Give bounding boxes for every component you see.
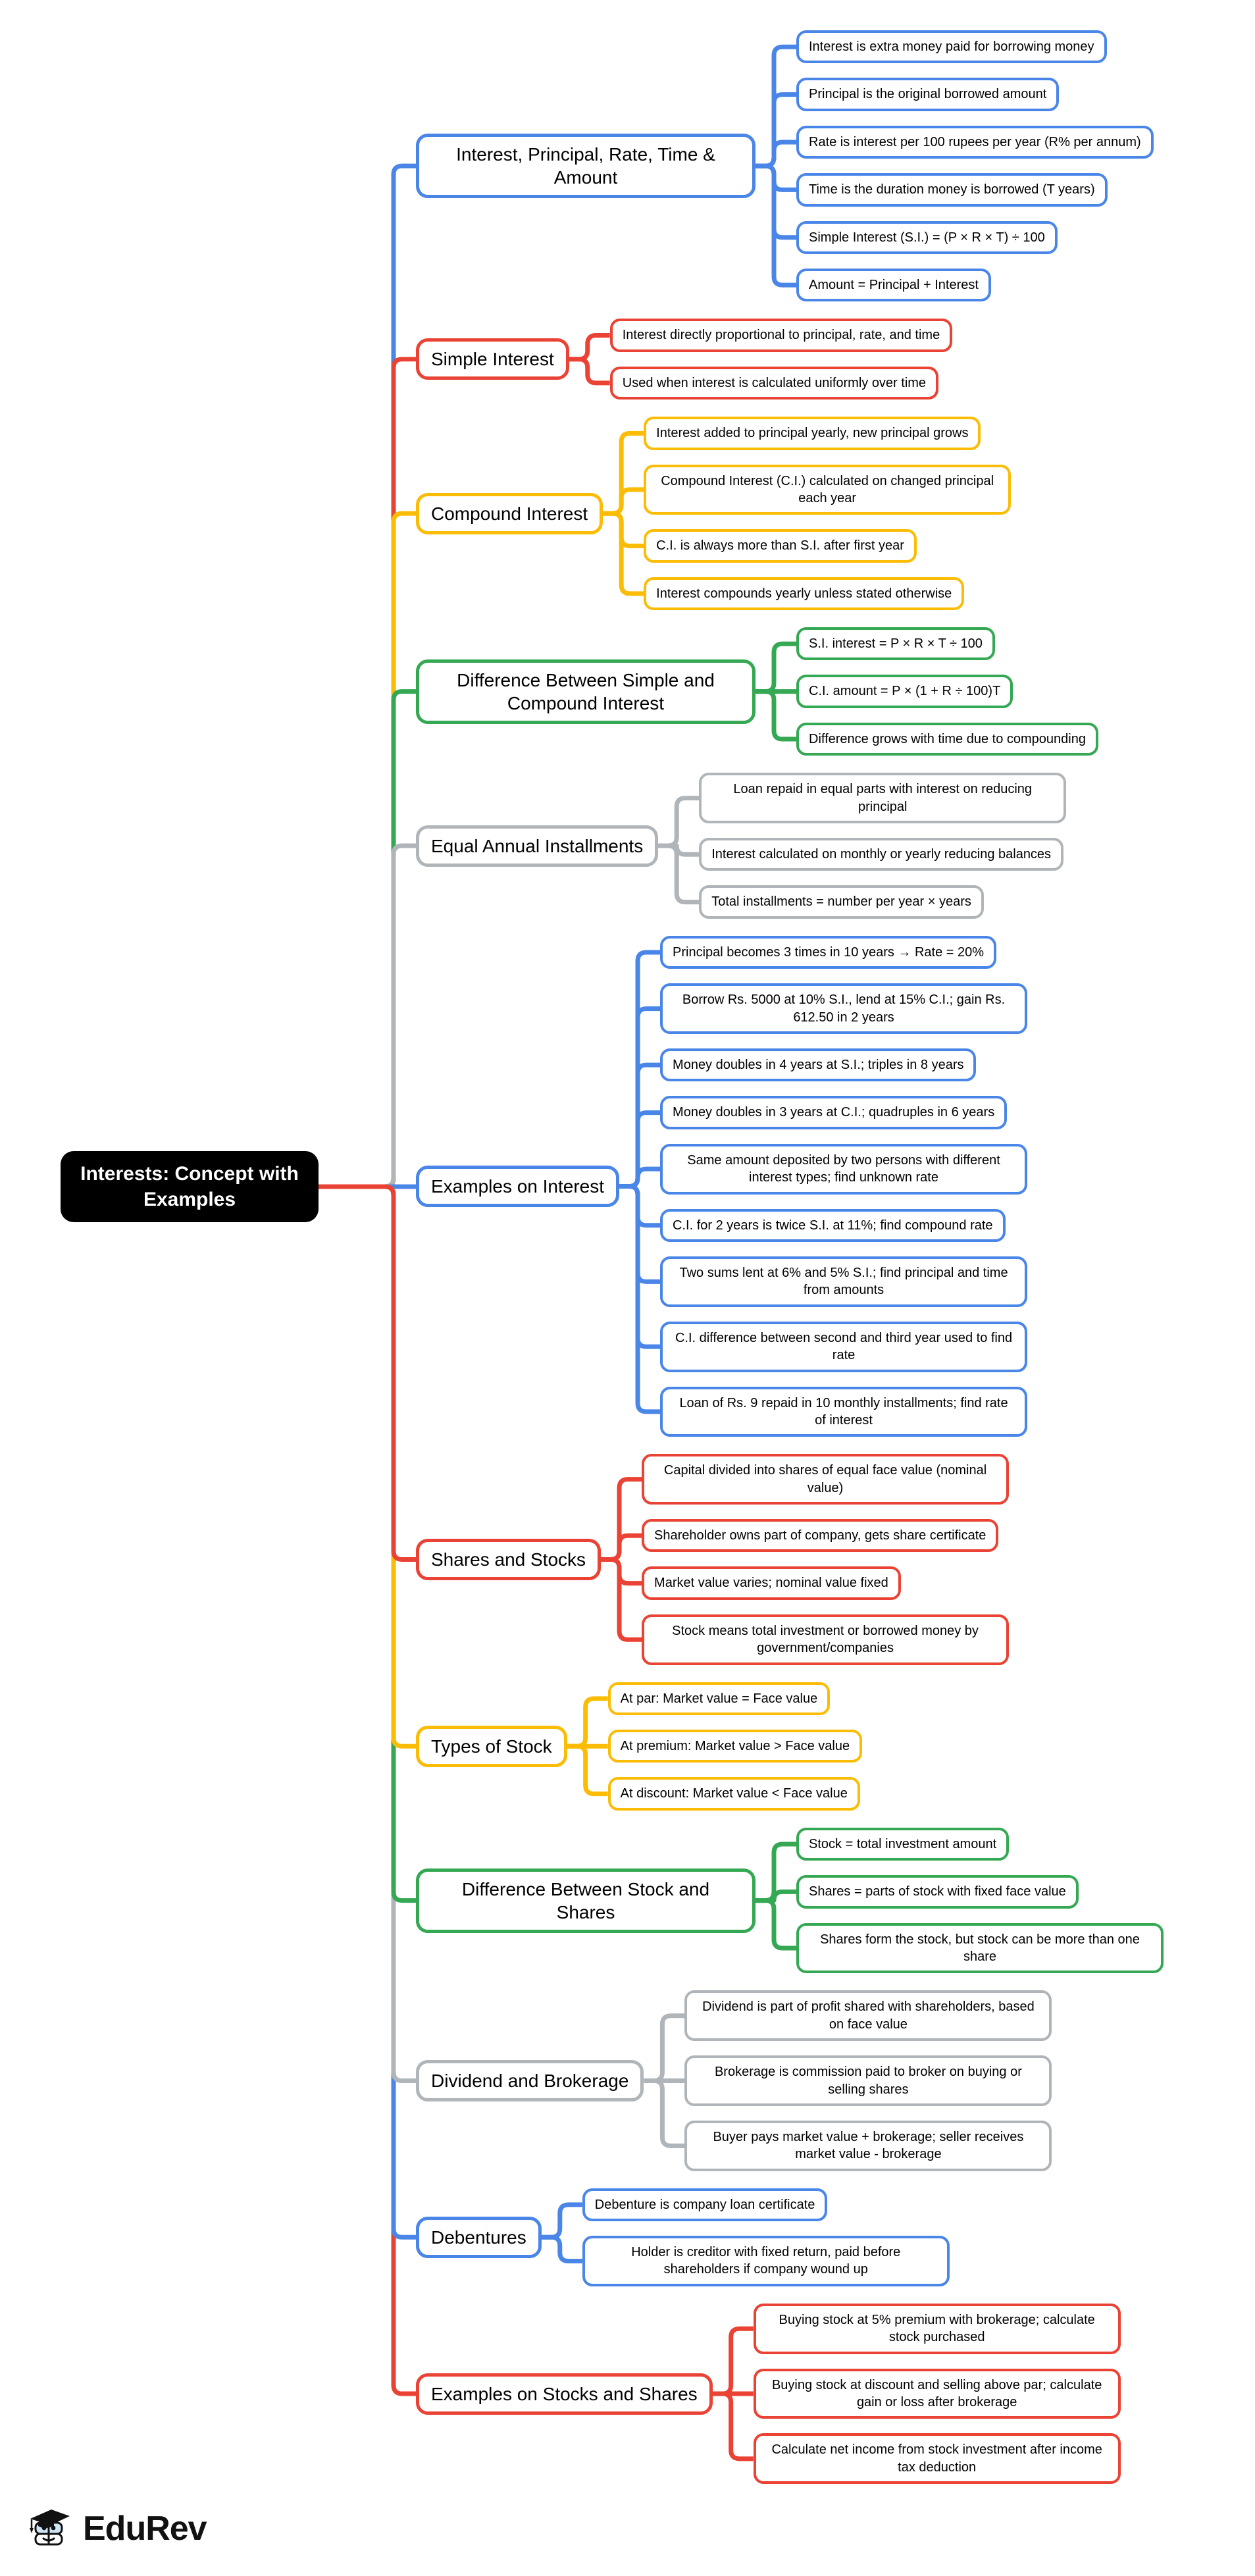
topic-examples-on-stocks-and-shares: Examples on Stocks and Shares: [416, 2373, 713, 2415]
branch-row-examples-on-stocks-and-shares: Examples on Stocks and Shares Buying stoc…: [416, 2303, 1164, 2485]
leaf-node: S.I. interest = P × R × T ÷ 100: [796, 627, 995, 661]
leaf-node: Holder is creditor with fixed return, pa…: [582, 2236, 950, 2286]
leaf-node: Debenture is company loan certificate: [582, 2188, 828, 2222]
branch-row-examples-on-interest: Examples on Interest Principal becomes 3 …: [416, 935, 1164, 1437]
topic-dividend-and-brokerage: Dividend and Brokerage: [416, 2060, 644, 2102]
leaves-compound-interest: Interest added to principal yearly, new …: [644, 417, 1012, 611]
leaf-node: Rate is interest per 100 rupees per year…: [796, 125, 1154, 159]
leaves-interest-principal-rate-time-amount: Interest is extra money paid for borrowi…: [796, 30, 1154, 302]
topic-equal-annual-installments: Equal Annual Installments: [416, 825, 659, 867]
leaves-examples-on-stocks-and-shares: Buying stock at 5% premium with brokerag…: [753, 2303, 1121, 2485]
leaf-node: Interest calculated on monthly or yearly…: [699, 838, 1064, 871]
topic-shares-and-stocks: Shares and Stocks: [416, 1538, 602, 1580]
leaf-node: Same amount deposited by two persons wit…: [660, 1143, 1028, 1195]
leaf-node: Borrow Rs. 5000 at 10% S.I., lend at 15%…: [660, 983, 1028, 1034]
leaf-node: Buying stock at 5% premium with brokerag…: [753, 2303, 1121, 2354]
branch-row-difference-between-simple-and-compound-interest: Difference Between Simple and Compound I…: [416, 627, 1164, 756]
leaf-node: Amount = Principal + Interest: [796, 268, 991, 302]
leaf-node: Buyer pays market value + brokerage; sel…: [684, 2120, 1052, 2171]
leaf-node: Time is the duration money is borrowed (…: [796, 173, 1108, 207]
leaf-node: Principal is the original borrowed amoun…: [796, 78, 1060, 111]
leaf-node: Difference grows with time due to compou…: [796, 722, 1098, 756]
branch-row-difference-between-stock-and-shares: Difference Between Stock and Shares Stock…: [416, 1827, 1164, 1974]
topic-difference-between-simple-and-compound-interest: Difference Between Simple and Compound I…: [416, 659, 756, 724]
topic-compound-interest: Compound Interest: [416, 492, 603, 534]
leaf-node: Simple Interest (S.I.) = (P × R × T) ÷ 1…: [796, 220, 1058, 254]
branch-row-shares-and-stocks: Shares and Stocks Capital divided into sh…: [416, 1454, 1164, 1665]
leaves-equal-annual-installments: Loan repaid in equal parts with interest…: [699, 773, 1067, 919]
leaf-node: At premium: Market value > Face value: [607, 1730, 863, 1763]
leaf-node: Calculate net income from stock investme…: [753, 2433, 1121, 2485]
leaf-node: Stock = total investment amount: [796, 1827, 1010, 1861]
leaf-node: Compound Interest (C.I.) calculated on c…: [644, 464, 1012, 515]
leaves-shares-and-stocks: Capital divided into shares of equal fac…: [642, 1454, 1010, 1665]
leaf-node: Brokerage is commission paid to broker o…: [684, 2055, 1052, 2106]
leaf-node: At discount: Market value < Face value: [607, 1777, 860, 1811]
leaf-node: Interest added to principal yearly, new …: [644, 417, 981, 450]
leaf-node: Two sums lent at 6% and 5% S.I.; find pr…: [660, 1256, 1028, 1307]
topic-types-of-stock: Types of Stock: [416, 1725, 567, 1767]
topic-interest-principal-rate-time-amount: Interest, Principal, Rate, Time & Amount: [416, 134, 756, 199]
edurev-logo-text: EduRev: [83, 2509, 207, 2548]
leaf-node: Capital divided into shares of equal fac…: [642, 1454, 1010, 1505]
edurev-logo: EduRev: [25, 2506, 207, 2551]
leaf-node: C.I. difference between second and third…: [660, 1321, 1028, 1372]
branch-row-simple-interest: Simple Interest Interest directly proport…: [416, 319, 1164, 400]
leaf-node: C.I. is always more than S.I. after firs…: [644, 529, 917, 563]
leaf-node: Interest compounds yearly unless stated …: [644, 577, 965, 611]
branch-row-debentures: Debentures Debenture is company loan cert…: [416, 2188, 1164, 2286]
leaves-dividend-and-brokerage: Dividend is part of profit shared with s…: [684, 1990, 1052, 2171]
branch-row-equal-annual-installments: Equal Annual Installments Loan repaid in …: [416, 773, 1164, 919]
leaf-node: Shares = parts of stock with fixed face …: [796, 1875, 1079, 1909]
leaf-node: Loan repaid in equal parts with interest…: [699, 773, 1067, 824]
central-node: Interests: Concept with Examples: [61, 1151, 319, 1222]
branch-row-interest-principal-rate-time-amount: Interest, Principal, Rate, Time & Amount…: [416, 30, 1164, 302]
leaf-node: Interest is extra money paid for borrowi…: [796, 30, 1107, 64]
branch-row-types-of-stock: Types of Stock At par: Market value = Fac…: [416, 1682, 1164, 1811]
leaf-node: At par: Market value = Face value: [607, 1682, 831, 1716]
leaf-node: Used when interest is calculated uniform…: [609, 366, 939, 400]
leaf-node: Market value varies; nominal value fixed: [642, 1566, 901, 1600]
leaf-node: Stock means total investment or borrowed…: [642, 1614, 1010, 1665]
branches-container: Interest, Principal, Rate, Time & Amount…: [416, 0, 1164, 2576]
leaf-node: Total installments = number per year × y…: [699, 885, 984, 919]
leaf-node: Dividend is part of profit shared with s…: [684, 1990, 1052, 2042]
edurev-graduate-icon: [25, 2506, 74, 2551]
leaves-examples-on-interest: Principal becomes 3 times in 10 years → …: [660, 935, 1028, 1437]
topic-debentures: Debentures: [416, 2216, 542, 2258]
topic-difference-between-stock-and-shares: Difference Between Stock and Shares: [416, 1868, 756, 1933]
leaf-node: Shareholder owns part of company, gets s…: [642, 1519, 999, 1553]
leaf-node: C.I. for 2 years is twice S.I. at 11%; f…: [660, 1208, 1006, 1242]
leaf-node: C.I. amount = P × (1 + R ÷ 100)T: [796, 675, 1013, 708]
leaves-types-of-stock: At par: Market value = Face value At prem…: [607, 1682, 863, 1811]
leaf-node: Money doubles in 3 years at C.I.; quadru…: [660, 1096, 1008, 1129]
branch-row-compound-interest: Compound Interest Interest added to princ…: [416, 417, 1164, 611]
leaf-node: Money doubles in 4 years at S.I.; triple…: [660, 1048, 977, 1082]
leaves-simple-interest: Interest directly proportional to princi…: [609, 319, 953, 400]
leaf-node: Buying stock at discount and selling abo…: [753, 2368, 1121, 2419]
leaf-node: Shares form the stock, but stock can be …: [796, 1922, 1164, 1974]
leaf-node: Principal becomes 3 times in 10 years → …: [660, 935, 997, 969]
leaf-node: Interest directly proportional to princi…: [609, 319, 953, 352]
leaf-node: Loan of Rs. 9 repaid in 10 monthly insta…: [660, 1386, 1028, 1437]
branch-row-dividend-and-brokerage: Dividend and Brokerage Dividend is part o…: [416, 1990, 1164, 2171]
topic-examples-on-interest: Examples on Interest: [416, 1166, 620, 1208]
topic-simple-interest: Simple Interest: [416, 338, 569, 380]
